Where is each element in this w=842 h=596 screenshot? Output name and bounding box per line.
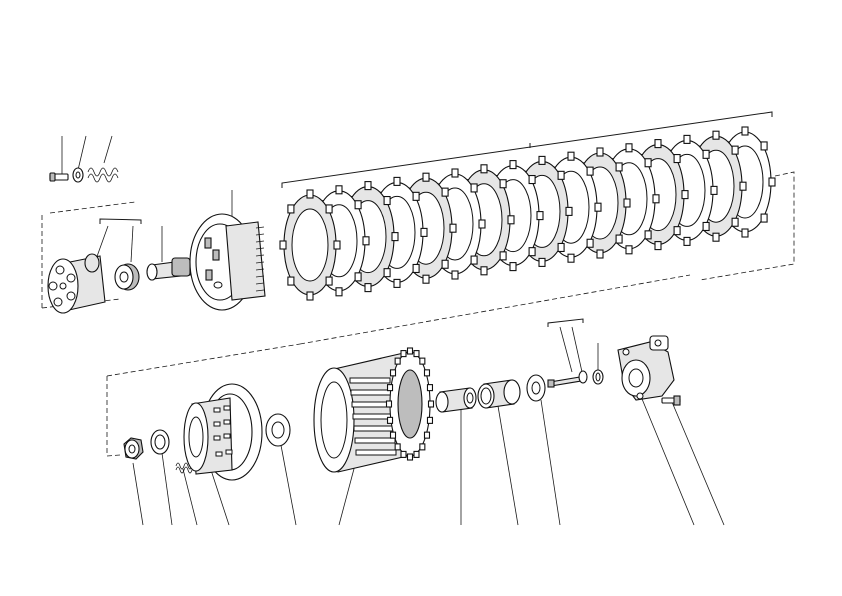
drum-slot (354, 437, 396, 444)
pressure-plate (189, 213, 266, 311)
pressure-plate-tooth (255, 275, 265, 278)
pressure-plate-tooth (255, 282, 265, 285)
clutch-plate (279, 189, 341, 301)
drum-tooth (423, 431, 431, 439)
clutch-hub (183, 383, 263, 481)
drum-tooth (389, 369, 397, 377)
pushrod-washer (526, 374, 546, 402)
bearing (114, 263, 140, 291)
clutch-drum (313, 347, 435, 473)
drum-slot (350, 389, 392, 396)
slave-cylinder (617, 335, 675, 401)
drum-tooth (389, 431, 397, 439)
clutch-spring (87, 167, 119, 183)
pressure-plate-tooth (255, 240, 265, 243)
lower-assembly-frame (106, 274, 691, 457)
sleeve (477, 379, 521, 409)
pressure-plate-tooth (255, 268, 265, 271)
bushing (435, 387, 477, 413)
upper-assembly-frame (41, 171, 795, 309)
bracket-pushrod (547, 318, 584, 327)
pushrod-piston (146, 257, 191, 281)
clutch-plate-stack (279, 126, 776, 301)
drum-tooth (400, 350, 407, 358)
slave-cylinder-bolt (661, 395, 681, 406)
drum-tooth (413, 350, 420, 358)
drum-tooth (386, 384, 394, 392)
hub-spring (175, 462, 193, 474)
drum-tooth (427, 400, 435, 408)
drum-tooth (426, 416, 434, 424)
drum-tooth (386, 416, 394, 424)
drum-tooth (400, 450, 407, 458)
drum-tooth (413, 450, 420, 458)
drum-tooth (385, 400, 393, 408)
pressure-plate-tooth (255, 247, 265, 250)
drum-tooth (423, 369, 431, 377)
drum-slot (355, 449, 397, 456)
spring-bolt (49, 172, 69, 182)
drum-tooth (419, 443, 426, 451)
lock-washer (150, 429, 170, 455)
leader-lines-bottom (132, 326, 725, 526)
o-ring-1 (578, 370, 588, 384)
drum-tooth (406, 347, 414, 355)
spring-washer (72, 167, 84, 183)
drum-tooth (419, 357, 426, 365)
thrust-washer (265, 413, 291, 447)
pressure-plate-tooth (255, 289, 265, 292)
o-ring-2 (592, 369, 604, 385)
spring-cap (47, 253, 106, 314)
drum-slot (349, 377, 391, 384)
drum-tooth (426, 384, 434, 392)
drum-tooth (406, 453, 414, 461)
bracket-upper-left (99, 218, 142, 224)
clutch-pack-bracket (281, 111, 773, 188)
drum-tooth (394, 443, 401, 451)
pressure-plate-tooth (255, 233, 265, 236)
hub-nut (123, 437, 144, 460)
pressure-plate-tooth (255, 226, 265, 229)
pressure-plate-tooth (255, 254, 265, 257)
pressure-plate-tooth (255, 261, 265, 264)
drum-tooth (394, 357, 401, 365)
drum-slot (353, 425, 395, 432)
pushrod (547, 376, 582, 388)
